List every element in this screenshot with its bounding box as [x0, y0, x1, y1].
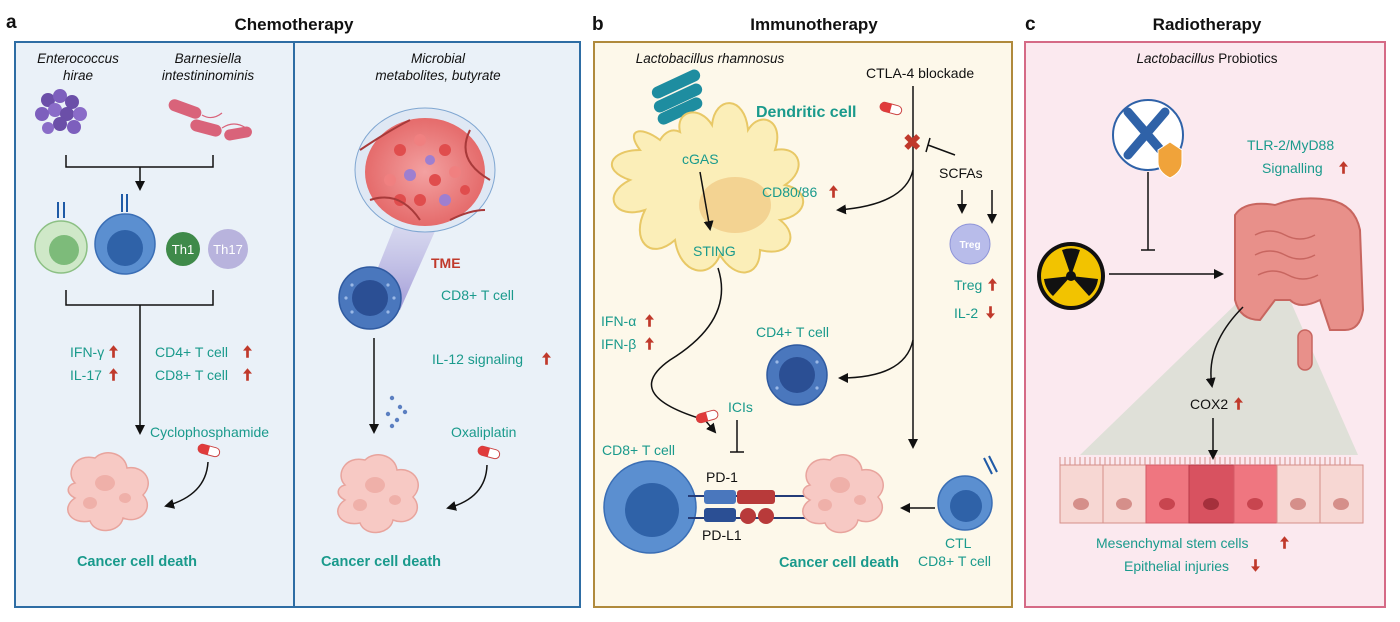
- cd8-t-cell-icon: [94, 194, 156, 275]
- il2-label: IL-2: [954, 305, 978, 321]
- panel-a: a Chemotherapy Enterococcus hirae Barnes…: [6, 12, 581, 608]
- cgas-label: cGAS: [682, 151, 719, 167]
- dna-protection-icon: [1112, 99, 1184, 179]
- drug-oxaliplatin: Oxaliplatin: [451, 424, 516, 440]
- marker-cd4: CD4+ T cell: [155, 344, 228, 360]
- ctl-label: CTL: [945, 535, 972, 551]
- epi-label: Epithelial injuries: [1124, 558, 1229, 574]
- svg-text:Th17: Th17: [213, 242, 243, 257]
- il12-signaling: IL-12 signaling: [432, 351, 523, 367]
- metabolite-label-1: Microbial: [411, 51, 466, 66]
- dendritic-cell-label: Dendritic cell: [756, 104, 856, 121]
- signalling-label: Signalling: [1262, 160, 1323, 176]
- enterococcus-icon: [35, 89, 87, 134]
- outcome-b: Cancer cell death: [779, 555, 899, 571]
- lactobacillus-rhamnosus: Lactobacillus rhamnosus: [636, 51, 785, 66]
- arrow-gut-cox2: [1205, 306, 1244, 388]
- panel-b-title: Immunotherapy: [750, 15, 878, 34]
- ctla4-label: CTLA-4 blockade: [866, 65, 974, 81]
- panel-c-title: Radiotherapy: [1153, 15, 1262, 34]
- drug-cyclophosphamide: Cyclophosphamide: [150, 424, 269, 440]
- ifna-label: IFN-α: [601, 313, 636, 329]
- tumor-microenvironment-icon: [354, 107, 496, 310]
- cox2-label: COX2: [1190, 396, 1228, 412]
- cd4-label-b: CD4+ T cell: [756, 324, 829, 340]
- block-x-icon: ✖: [903, 130, 921, 155]
- probiotic-label: Lactobacillus Probiotics: [1136, 51, 1277, 66]
- icis-label: ICIs: [728, 399, 753, 415]
- bacteria-name-2: Barnesiella: [175, 51, 242, 66]
- msc-label: Mesenchymal stem cells: [1096, 535, 1249, 551]
- epithelium-icon: [1059, 457, 1364, 524]
- outcome-a-left: Cancer cell death: [77, 554, 197, 570]
- marker-ifng: IFN-γ: [70, 344, 104, 360]
- drug-arrow-a: [164, 461, 209, 509]
- cd8-t-cell-a-icon: [338, 266, 402, 330]
- tlr-label: TLR-2/MyD88: [1247, 137, 1334, 153]
- ctl-label-2: CD8+ T cell: [918, 553, 991, 569]
- outcome-a-right: Cancer cell death: [321, 554, 441, 570]
- arrow-ctla-cd4: [838, 339, 914, 383]
- treg-label: Treg: [954, 277, 982, 293]
- intestine-icon: [1080, 197, 1365, 455]
- svg-text:Treg: Treg: [959, 240, 980, 251]
- ctl-cell-icon: [937, 455, 998, 531]
- ifnb-label: IFN-β: [601, 336, 636, 352]
- radiation-icon: [1037, 242, 1105, 310]
- tme-label: TME: [431, 255, 461, 271]
- panel-a-letter: a: [6, 12, 17, 33]
- arrow-sting-cd8: [650, 267, 723, 434]
- arrow-cgas-sting: [699, 171, 714, 231]
- pdl1-label: PD-L1: [702, 527, 742, 543]
- arrow-dc-cd80: [836, 169, 914, 215]
- cd8-label-b: CD8+ T cell: [602, 442, 675, 458]
- cd8-label-a: CD8+ T cell: [441, 287, 514, 303]
- barnesiella-icon: [168, 99, 252, 141]
- svg-text:Th1: Th1: [172, 242, 194, 257]
- rhamnosus-icon: [651, 69, 703, 125]
- th1-cell-icon: Th1: [166, 232, 200, 266]
- bacteria-name-2b: intestininominis: [162, 68, 255, 83]
- panel-c-letter: c: [1025, 14, 1036, 35]
- cytokine-dots-icon: [385, 395, 408, 429]
- bacteria-name-1: Enterococcus: [37, 51, 119, 66]
- treg-cell-icon: Treg: [949, 223, 991, 265]
- bacteria-name-1b: hirae: [63, 68, 93, 83]
- cd4-t-cell-b-icon: [766, 344, 828, 406]
- dendritic-cell-icon: [610, 102, 805, 274]
- panel-a-title: Chemotherapy: [234, 15, 354, 34]
- cd4-t-cell-icon: [34, 202, 88, 274]
- panel-b-letter: b: [592, 14, 604, 35]
- marker-cd8: CD8+ T cell: [155, 367, 228, 383]
- drug-arrow-a2: [446, 464, 488, 511]
- inhibit-radiation: [1141, 172, 1155, 251]
- th17-cell-icon: Th17: [208, 229, 248, 269]
- cd8-t-cell-b-icon: [603, 460, 697, 554]
- metabolite-label-2: metabolites, butyrate: [375, 68, 500, 83]
- scfa-inhibit: [925, 137, 956, 156]
- cd80-label: CD80/86: [762, 184, 817, 200]
- panel-b: b Immunotherapy Lactobacillus rhamnosus …: [592, 14, 1013, 608]
- scfas-label: SCFAs: [939, 165, 983, 181]
- panel-c: c Radiotherapy Lactobacillus Probiotics …: [1024, 14, 1386, 608]
- marker-il17: IL-17: [70, 367, 102, 383]
- pd1-label: PD-1: [706, 469, 738, 485]
- icis-inhibit: [730, 420, 744, 453]
- sting-label: STING: [693, 243, 736, 259]
